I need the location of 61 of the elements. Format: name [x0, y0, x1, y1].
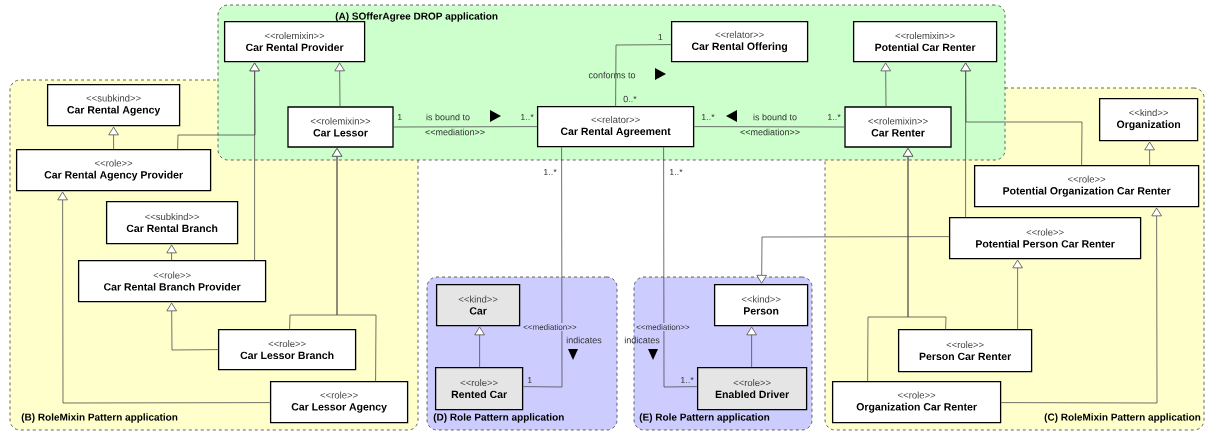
generalization-arrow [1012, 259, 1023, 330]
edge-label: is bound to [753, 113, 797, 121]
generalization-arrow [166, 244, 177, 261]
association-line [693, 126, 845, 128]
association-line [663, 146, 698, 388]
multiplicity-label: 0..* [623, 95, 637, 103]
class-box: <<subkind>> Car Rental Branch [105, 200, 239, 245]
multiplicity-label: 1..* [521, 113, 534, 121]
generalization-arrow [867, 148, 914, 382]
generalization-arrow [474, 326, 485, 368]
stereotype-label: <<mediation>> [522, 323, 578, 331]
class-box: <<role>> Car Lessor Branch [217, 328, 357, 371]
stereotype-label: <<mediation>> [740, 128, 800, 136]
multiplicity-label: 1 [397, 113, 402, 121]
generalization-arrow [166, 302, 219, 351]
stereotype-label: <<mediation>> [425, 128, 485, 136]
generalization-arrow [57, 191, 271, 404]
class-box: <<role>> Car Rental Branch Provider [77, 259, 267, 303]
class-box: <<rolemixin>> Car Lessor [287, 106, 394, 148]
multiplicity-label: 1 [527, 376, 532, 384]
class-box: <<rolemixin>> Car Renter [844, 106, 952, 148]
generalization-arrow [746, 326, 757, 368]
edge-label: indicates [566, 336, 602, 344]
edge-label: indicates [624, 336, 660, 344]
class-box: <<kind>> Car [435, 283, 521, 327]
generalization-arrow [1000, 207, 1162, 404]
generalization-arrow [249, 62, 260, 261]
stereotype-label: <<mediation>> [635, 323, 691, 331]
class-box: <<relator>> Car Rental Offering [670, 20, 809, 63]
class-box: <<rolemixin>> Car Rental Provider [223, 20, 366, 63]
association-line [615, 44, 672, 107]
generalization-arrow [108, 126, 119, 150]
edge-label: conforms to [588, 71, 636, 79]
class-box: <<role>> Rented Car [434, 366, 524, 411]
class-box: <<subkind>> Car Rental Agency [46, 83, 181, 127]
generalization-arrow [756, 236, 950, 284]
generalization-arrow [331, 148, 377, 382]
multiplicity-label: 1..* [669, 168, 683, 176]
multiplicity-label: 1..* [544, 168, 557, 176]
multiplicity-label: 1 [658, 33, 663, 41]
edge-label: is bound to [426, 113, 470, 121]
association-line [393, 126, 538, 128]
class-box: <<role>> Organization Car Renter [831, 380, 1002, 424]
class-box: <<relator>> Car Rental Agreement [536, 105, 695, 148]
multiplicity-label: 1..* [701, 113, 715, 121]
generalization-arrow [960, 62, 971, 218]
generalization-arrow [880, 62, 891, 107]
generalization-arrow [1144, 141, 1155, 166]
class-box: <<rolemixin>> Potential Car Renter [852, 20, 998, 63]
class-box: <<role>> Enabled Driver [696, 366, 808, 411]
class-box: <<role>> Car Lessor Agency [269, 380, 409, 424]
class-box: <<kind>> Person [713, 283, 809, 327]
multiplicity-label: 1..* [828, 113, 841, 121]
association-line [522, 146, 563, 388]
class-box: <<kind>> Organization [1098, 97, 1199, 142]
class-box: <<role>> Car Rental Agency Provider [15, 148, 212, 192]
multiplicity-label: 1..* [681, 376, 694, 384]
generalization-arrow [334, 62, 345, 107]
class-box: <<role>> Potential Organization Car Renter [973, 164, 1200, 208]
class-box: <<role>> Person Car Renter [897, 328, 1033, 373]
class-box: <<role>> Potential Person Car Renter [948, 216, 1142, 260]
